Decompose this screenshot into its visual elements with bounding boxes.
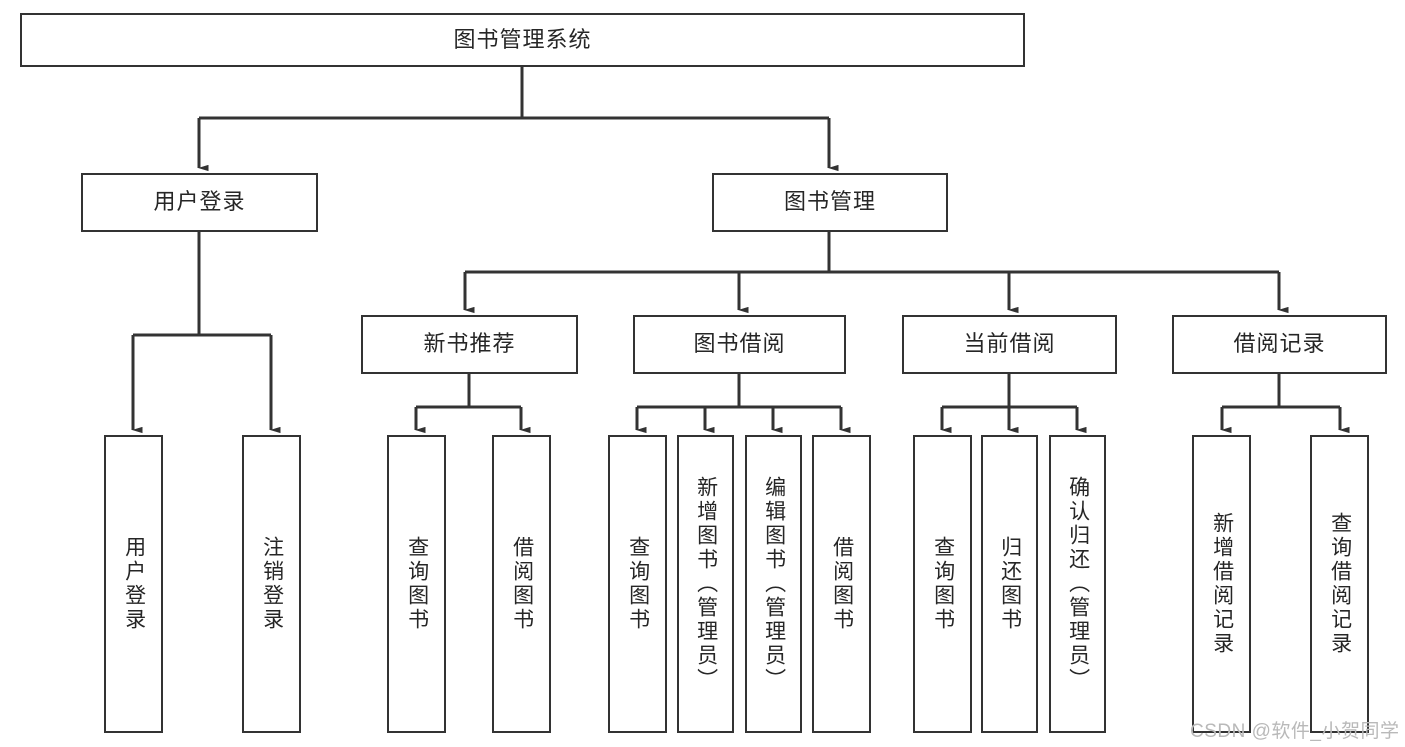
node-label: 借阅记录 xyxy=(1233,331,1326,357)
node-label: 借阅图书 xyxy=(510,536,534,632)
node-label: 图书管理系统 xyxy=(453,26,592,52)
leaf-query-book-current[interactable]: 查询图书 xyxy=(913,435,972,733)
node-label: 图书借阅 xyxy=(693,331,786,357)
leaf-edit-book-admin[interactable]: 编辑图书（管理员） xyxy=(745,435,802,733)
leaf-add-book-admin[interactable]: 新增图书（管理员） xyxy=(677,435,734,733)
leaf-borrow-book[interactable]: 借阅图书 xyxy=(812,435,871,733)
node-label: 用户登录 xyxy=(122,536,146,632)
node-label: 编辑图书（管理员） xyxy=(762,476,786,692)
leaf-logout-login[interactable]: 注销登录 xyxy=(242,435,301,733)
leaf-add-borrow-record[interactable]: 新增借阅记录 xyxy=(1192,435,1251,733)
node-label: 当前借阅 xyxy=(963,331,1056,357)
node-current-borrow[interactable]: 当前借阅 xyxy=(902,315,1117,374)
node-book-borrow[interactable]: 图书借阅 xyxy=(633,315,846,374)
node-new-book-recommend[interactable]: 新书推荐 xyxy=(361,315,578,374)
node-label: 查询图书 xyxy=(405,536,429,632)
leaf-confirm-return-admin[interactable]: 确认归还（管理员） xyxy=(1049,435,1106,733)
node-label: 新增借阅记录 xyxy=(1210,512,1234,656)
node-label: 注销登录 xyxy=(260,536,284,632)
node-borrow-record[interactable]: 借阅记录 xyxy=(1172,315,1387,374)
node-user-login[interactable]: 用户登录 xyxy=(81,173,318,232)
node-label: 查询图书 xyxy=(626,536,650,632)
node-label: 用户登录 xyxy=(153,189,246,215)
node-label: 借阅图书 xyxy=(830,536,854,632)
node-label: 查询借阅记录 xyxy=(1328,512,1352,656)
leaf-borrow-book-recommend[interactable]: 借阅图书 xyxy=(492,435,551,733)
watermark-text: CSDN @软件_小贺同学 xyxy=(1190,721,1400,742)
node-root-book-management-system[interactable]: 图书管理系统 xyxy=(20,13,1025,67)
leaf-query-book-borrow[interactable]: 查询图书 xyxy=(608,435,667,733)
node-label: 归还图书 xyxy=(998,536,1022,632)
node-book-management[interactable]: 图书管理 xyxy=(712,173,948,232)
leaf-return-book[interactable]: 归还图书 xyxy=(981,435,1038,733)
node-label: 新增图书（管理员） xyxy=(694,476,718,692)
node-label: 确认归还（管理员） xyxy=(1066,476,1090,692)
leaf-query-borrow-record[interactable]: 查询借阅记录 xyxy=(1310,435,1369,733)
node-label: 图书管理 xyxy=(783,189,876,215)
leaf-query-book-recommend[interactable]: 查询图书 xyxy=(387,435,446,733)
node-label: 新书推荐 xyxy=(423,331,516,357)
leaf-user-login[interactable]: 用户登录 xyxy=(104,435,163,733)
node-label: 查询图书 xyxy=(931,536,955,632)
